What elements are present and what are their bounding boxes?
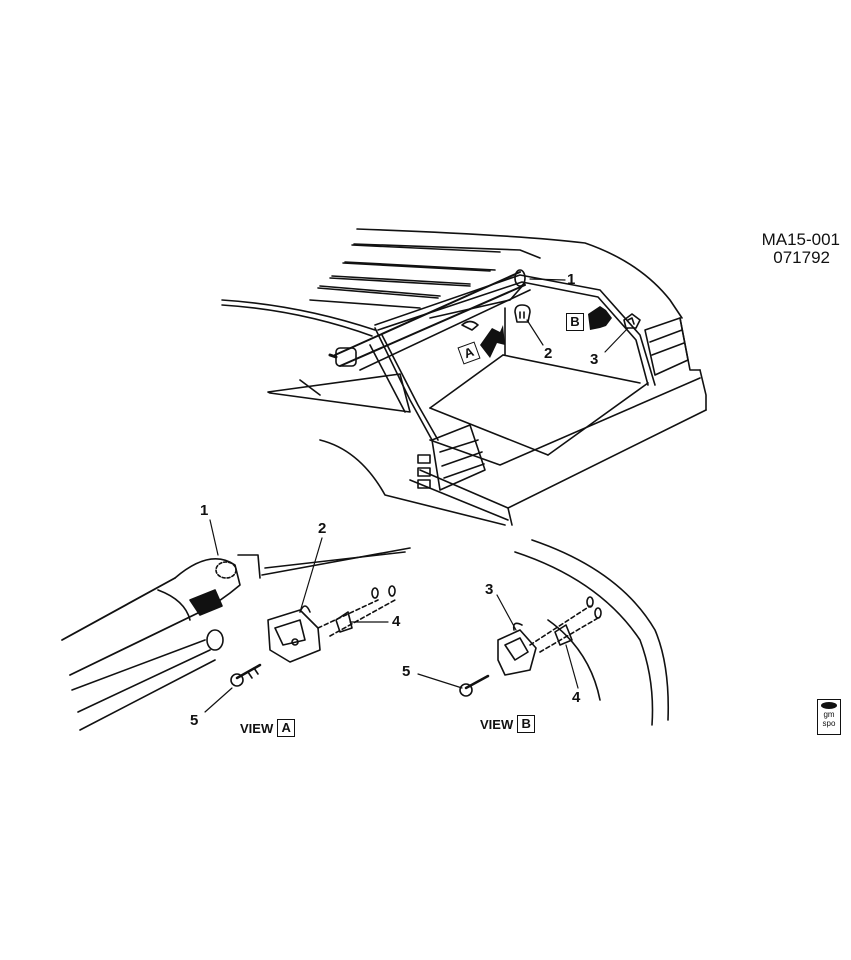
callout-b-5: 5 (402, 663, 411, 680)
top-leaders (526, 278, 629, 353)
logo-line1: gm (823, 710, 835, 719)
view-b-label: VIEW B (480, 715, 536, 733)
callout-a-4: 4 (392, 613, 401, 630)
view-b-leaders (417, 594, 579, 689)
callout-b-4: 4 (572, 689, 581, 706)
view-a-illustration (61, 547, 411, 731)
logo-oval-icon (821, 702, 837, 709)
view-a-label: VIEW A (240, 719, 296, 737)
logo-line2: spo (822, 719, 836, 728)
view-a-arrow (480, 325, 505, 358)
view-b-letter: B (517, 715, 536, 733)
callout-b-3: 3 (485, 581, 494, 598)
gm-spo-logo: gm spo (817, 699, 841, 735)
callout-top-2: 2 (544, 345, 553, 362)
view-b-marker: B (566, 313, 584, 331)
view-b-arrow (588, 306, 612, 330)
car-rear-illustration (221, 228, 707, 526)
callout-a-5: 5 (190, 712, 199, 729)
callout-top-1: 1 (567, 271, 576, 288)
diagram-code-line2: 071792 (773, 248, 830, 267)
diagram-code: MA15-001 071792 (742, 231, 840, 267)
diagram-code-line1: MA15-001 (761, 230, 840, 249)
view-a-leaders (204, 519, 389, 713)
view-arrows (480, 306, 612, 358)
callout-top-3: 3 (590, 351, 599, 368)
callout-a-2: 2 (318, 520, 327, 537)
callout-a-1: 1 (200, 502, 209, 519)
view-a-letter: A (277, 719, 296, 737)
view-b-prefix: VIEW (480, 716, 514, 732)
view-a-prefix: VIEW (240, 720, 274, 736)
view-b-illustration (459, 539, 670, 726)
